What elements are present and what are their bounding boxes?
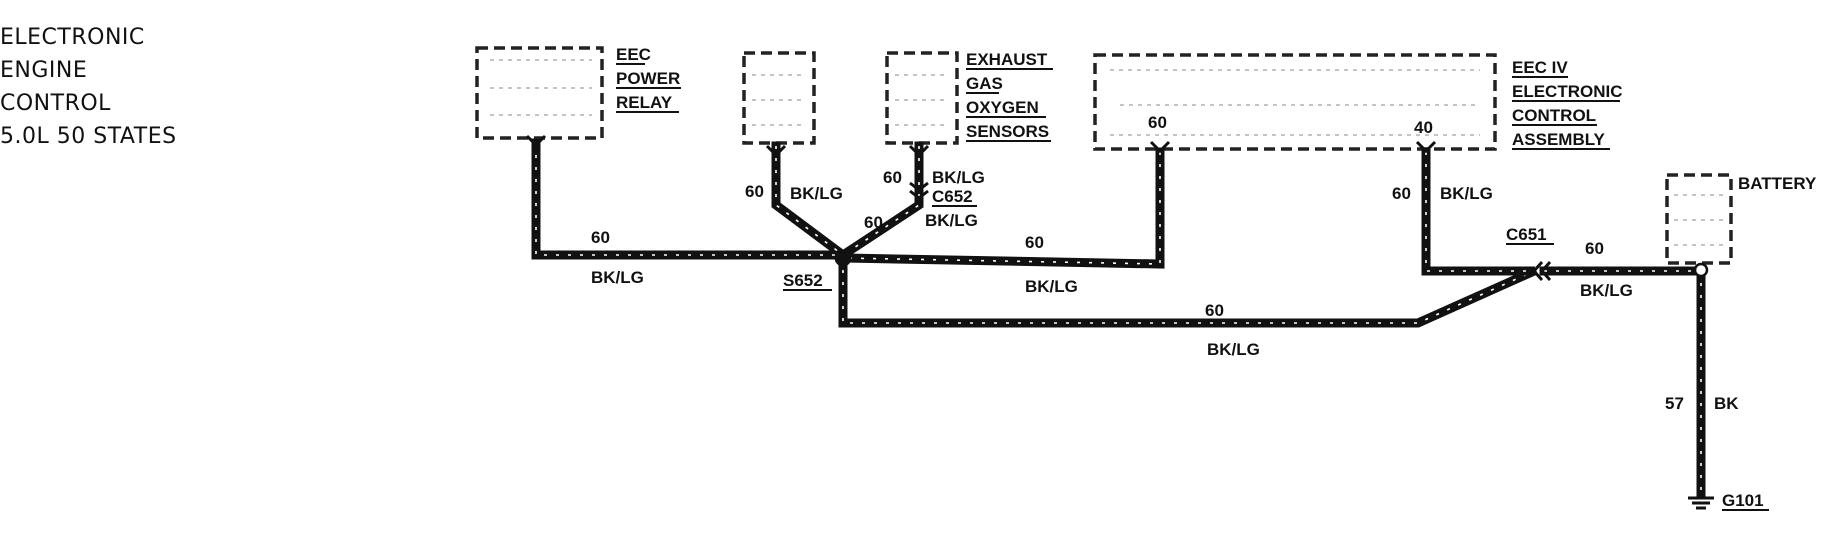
relay-terminal-icon: [525, 134, 547, 148]
ground-symbol-icon: [1688, 496, 1714, 510]
eec-iv-assembly-box: [1093, 53, 1497, 151]
relay-wire-color: BK/LG: [591, 268, 644, 287]
ground-wire-color: BK: [1714, 394, 1739, 413]
title-line-3: CONTROL: [0, 91, 111, 116]
eec-pin-40-label: 40: [1414, 118, 1433, 137]
component2-wire-color: BK/LG: [790, 184, 843, 203]
sensor-upper-color: BK/LG: [932, 168, 985, 187]
wire-eec40-to-c651: [1421, 147, 1533, 276]
eec40-wire-circuit: 60: [1392, 184, 1411, 203]
relay-label-line-1: EEC: [616, 45, 651, 64]
title-line-1: ELECTRONIC: [0, 25, 145, 50]
battery-wire-color: BK/LG: [1580, 281, 1633, 300]
c652-connector-icon: [909, 181, 929, 200]
eec-power-relay-label: EEC POWER RELAY: [616, 45, 681, 113]
sensor-label-line-3: OXYGEN: [966, 98, 1039, 117]
g101-label: G101: [1722, 491, 1764, 510]
title-line-4: 5.0L 50 STATES: [0, 124, 177, 149]
sensor-label-line-4: SENSORS: [966, 122, 1049, 141]
relay-wire-circuit: 60: [591, 228, 610, 247]
battery-wire-circuit: 60: [1585, 239, 1604, 258]
eec40-wire-color: BK/LG: [1440, 184, 1493, 203]
component-2-box: [742, 51, 816, 145]
s652-splice-icon: [834, 249, 852, 267]
wire-harness: [531, 138, 1706, 498]
title-line-2: ENGINE: [0, 58, 87, 83]
sensor-lower-color: BK/LG: [925, 211, 978, 230]
eec-iv-assembly-label: EEC IV ELECTRONIC CONTROL ASSEMBLY: [1512, 58, 1623, 150]
wire-labels: 60 BK/LG 60 BK/LG 60 BK/LG 60 BK/LG 60 B…: [591, 168, 1739, 413]
wire-sensor-to-s652: [836, 141, 924, 262]
bottom-wire-color: BK/LG: [1207, 340, 1260, 359]
bottom-wire-circuit: 60: [1205, 301, 1224, 320]
s652-label: S652: [783, 271, 823, 290]
battery-terminal-icon: [1693, 262, 1709, 278]
relay-label-line-2: POWER: [616, 69, 680, 88]
sensor-label-line-1: EXHAUST: [966, 50, 1048, 69]
sensor-terminal-icon: [908, 144, 930, 158]
c651-connector-icon: [1531, 261, 1552, 281]
oxygen-sensor-label: EXHAUST GAS OXYGEN SENSORS: [966, 50, 1053, 142]
eec-label-line-3: CONTROL: [1512, 106, 1596, 125]
battery-box: [1665, 173, 1733, 265]
c651-label: C651: [1506, 225, 1547, 244]
sensor-upper-circuit: 60: [883, 168, 902, 187]
wire-s652-to-c651: [838, 253, 1538, 328]
sensor-lower-circuit: 60: [864, 213, 883, 232]
top-right-wire-color: BK/LG: [1025, 277, 1078, 296]
wire-component2-to-s652: [771, 141, 850, 262]
eec60-terminal-icon: [1149, 140, 1171, 154]
sensor-label-line-2: GAS: [966, 74, 1003, 93]
diagram-title: ELECTRONIC ENGINE CONTROL 5.0L 50 STATES: [0, 25, 177, 149]
eec-label-line-2: ELECTRONIC: [1512, 82, 1623, 101]
oxygen-sensor-box: [885, 51, 959, 145]
connector-terminals: [525, 134, 1714, 510]
c652-label: C652: [932, 187, 973, 206]
component2-terminal-icon: [765, 144, 787, 158]
ground-wire-circuit: 57: [1665, 394, 1684, 413]
eec-power-relay-box: [475, 46, 604, 140]
relay-label-line-3: RELAY: [616, 93, 673, 112]
top-right-wire-circuit: 60: [1025, 233, 1044, 252]
eec-label-line-1: EEC IV: [1512, 58, 1568, 77]
eec40-terminal-icon: [1415, 140, 1437, 154]
eec-pin-60-label: 60: [1148, 113, 1167, 132]
battery-label: BATTERY: [1738, 174, 1817, 193]
component2-wire-circuit: 60: [745, 182, 764, 201]
eec-label-line-4: ASSEMBLY: [1512, 130, 1606, 149]
